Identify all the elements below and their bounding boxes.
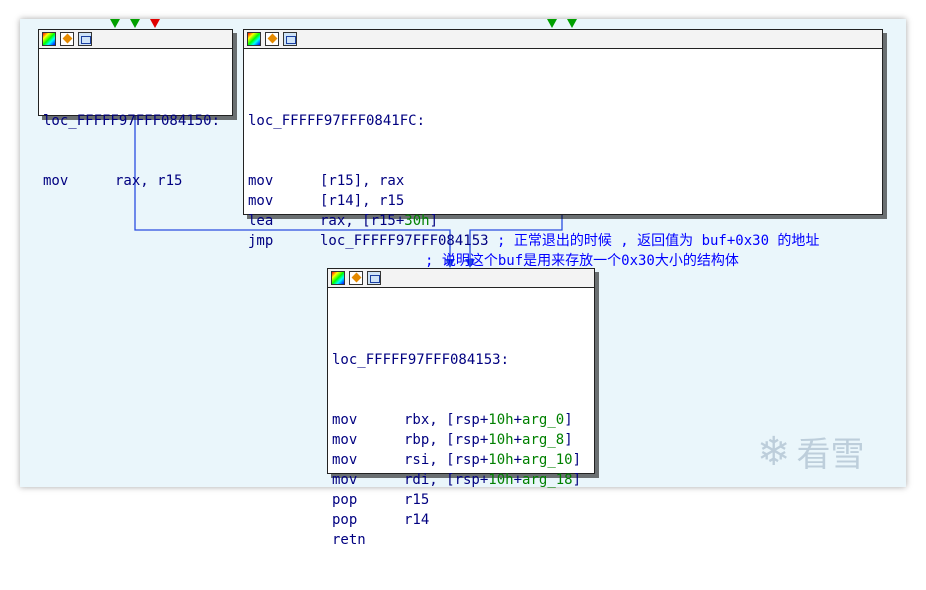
graph-icon[interactable] xyxy=(367,271,381,285)
color-icon[interactable] xyxy=(42,32,56,46)
operand-number[interactable]: arg_8 xyxy=(522,432,565,448)
operand-number[interactable]: arg_0 xyxy=(522,412,565,428)
mnemonic: mov xyxy=(248,173,274,189)
rename-icon[interactable] xyxy=(265,32,279,46)
instruction-line[interactable]: lea rax, [r15+30h] xyxy=(248,211,878,231)
operand[interactable]: + xyxy=(513,472,523,488)
flow-edges xyxy=(134,115,563,268)
operand-number[interactable]: arg_10 xyxy=(522,452,573,468)
instruction-line[interactable]: pop r14 xyxy=(332,510,590,530)
instruction-line[interactable]: mov rsi, [rsp+10h+arg_10] xyxy=(332,450,590,470)
operand[interactable]: rax, r15 xyxy=(115,173,183,189)
mnemonic: mov xyxy=(332,432,358,448)
watermark: ❄ 看雪 xyxy=(757,427,865,476)
mnemonic: mov xyxy=(43,173,69,189)
rename-icon[interactable] xyxy=(349,271,363,285)
operand[interactable]: rbp, [rsp+ xyxy=(404,432,489,448)
node-header xyxy=(244,30,882,49)
incoming-true-arrow xyxy=(547,19,557,28)
operand[interactable]: + xyxy=(513,412,523,428)
node-header xyxy=(328,269,594,288)
rename-icon[interactable] xyxy=(60,32,74,46)
mnemonic: mov xyxy=(332,452,358,468)
operand[interactable]: r14 xyxy=(404,512,430,528)
mnemonic: mov xyxy=(332,472,358,488)
instruction-line[interactable]: mov rbp, [rsp+10h+arg_8] xyxy=(332,430,590,450)
operand[interactable]: ] xyxy=(572,452,582,468)
watermark-text: 看雪 xyxy=(796,435,865,475)
node-label[interactable]: loc_FFFFF97FFF084153: xyxy=(332,352,510,368)
operand[interactable]: ] xyxy=(564,412,573,428)
instruction-line[interactable]: mov [r14], r15 xyxy=(248,191,878,211)
incoming-true-arrow xyxy=(130,19,140,28)
operand[interactable]: rax, [r15+ xyxy=(320,213,405,229)
operand-number[interactable]: arg_18 xyxy=(522,472,573,488)
operand[interactable]: ] xyxy=(564,432,573,448)
operand[interactable]: rbx, [rsp+ xyxy=(404,412,489,428)
node-code: loc_FFFFF97FFF084150: mov rax, r15 xyxy=(39,49,232,231)
operand[interactable]: rsi, [rsp+ xyxy=(404,452,489,468)
operand[interactable]: + xyxy=(513,432,523,448)
comment: ; 正常退出的时候 , 返回值为 buf+0x30 的地址 xyxy=(488,233,820,249)
instruction-line[interactable]: jmp loc_FFFFF97FFF084153 ; 正常退出的时候 , 返回值为… xyxy=(248,231,878,251)
incoming-true-arrow xyxy=(567,19,577,28)
instruction-line[interactable]: mov rbx, [rsp+10h+arg_0] xyxy=(332,410,590,430)
instruction-line[interactable]: retn xyxy=(332,530,590,550)
color-icon[interactable] xyxy=(331,271,345,285)
comment: ; 说明这个buf是用来存放一个0x30大小的结构体 xyxy=(248,253,739,269)
instruction-line[interactable]: mov rdi, [rsp+10h+arg_18] xyxy=(332,470,590,490)
node-label[interactable]: loc_FFFFF97FFF084150: xyxy=(43,113,221,129)
operand[interactable]: ] xyxy=(572,472,582,488)
operand-number[interactable]: 10h xyxy=(488,472,514,488)
operand[interactable]: loc_FFFFF97FFF084153 xyxy=(320,233,489,249)
mnemonic: lea xyxy=(248,213,274,229)
code-block-node[interactable]: loc_FFFFF97FFF0841FC: mov [r15], rax mov [r… xyxy=(243,29,883,289)
operand-number[interactable]: 10h xyxy=(488,412,514,428)
mnemonic: retn xyxy=(332,532,366,548)
instruction-line[interactable]: pop r15 xyxy=(332,490,590,510)
instruction-line[interactable]: ; 说明这个buf是用来存放一个0x30大小的结构体 xyxy=(248,251,878,271)
node-label[interactable]: loc_FFFFF97FFF0841FC: xyxy=(248,113,426,129)
instruction-line[interactable]: mov [r15], rax xyxy=(248,171,878,191)
incoming-true-arrow xyxy=(110,19,120,28)
snowflake-icon: ❄ xyxy=(757,428,791,475)
operand-number[interactable]: 30h xyxy=(404,213,430,229)
operand[interactable]: ] xyxy=(429,213,439,229)
instruction-line[interactable]: mov rax, r15 xyxy=(43,171,228,191)
operand[interactable]: [r14], r15 xyxy=(320,193,405,209)
incoming-false-arrow xyxy=(150,19,160,28)
operand[interactable]: r15 xyxy=(404,492,430,508)
mnemonic: pop xyxy=(332,492,358,508)
operand[interactable]: rdi, [rsp+ xyxy=(404,472,489,488)
operand[interactable]: [r15], rax xyxy=(320,173,405,189)
mnemonic: pop xyxy=(332,512,358,528)
mnemonic: jmp xyxy=(248,233,274,249)
color-icon[interactable] xyxy=(247,32,261,46)
edge-a-to-c-arrowhead xyxy=(445,259,455,268)
edge-a-to-c xyxy=(134,115,451,265)
node-header xyxy=(39,30,232,49)
operand[interactable]: + xyxy=(513,452,523,468)
graph-icon[interactable] xyxy=(78,32,92,46)
mnemonic: mov xyxy=(248,193,274,209)
graph-icon[interactable] xyxy=(283,32,297,46)
mnemonic: mov xyxy=(332,412,358,428)
edge-b-to-c-arrowhead xyxy=(465,259,475,268)
edge-b-to-c xyxy=(469,214,563,265)
instruction-list: mov rax, r15 xyxy=(43,171,228,191)
operand-number[interactable]: 10h xyxy=(488,432,514,448)
operand-number[interactable]: 10h xyxy=(488,452,514,468)
code-block-node[interactable]: loc_FFFFF97FFF084150: mov rax, r15 xyxy=(38,29,233,189)
